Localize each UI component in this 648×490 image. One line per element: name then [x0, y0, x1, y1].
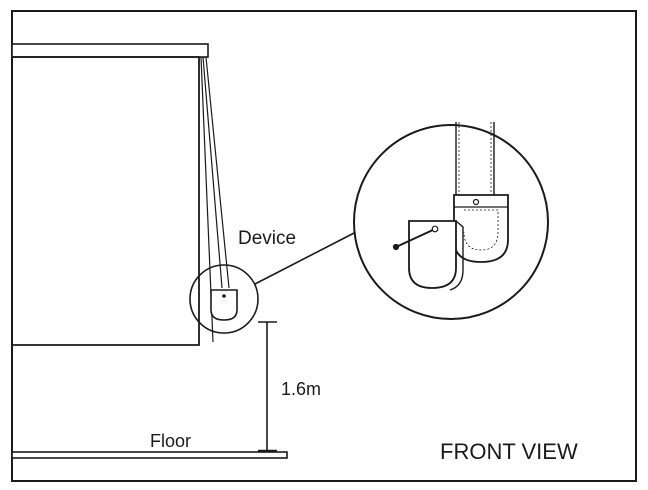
height-label: 1.6m — [281, 379, 321, 399]
device-small — [210, 289, 238, 321]
curtain-rail — [11, 43, 209, 58]
height-dimension — [258, 321, 277, 453]
view-title: FRONT VIEW — [440, 439, 578, 464]
magnified-device-detail — [392, 122, 509, 291]
device-highlight-circle — [189, 264, 259, 334]
curtain-panel — [12, 56, 200, 346]
outer-frame — [11, 10, 637, 482]
floor-label: Floor — [150, 431, 191, 451]
floor-line — [11, 451, 288, 459]
callout-line — [254, 231, 357, 285]
device-label: Device — [238, 228, 296, 249]
